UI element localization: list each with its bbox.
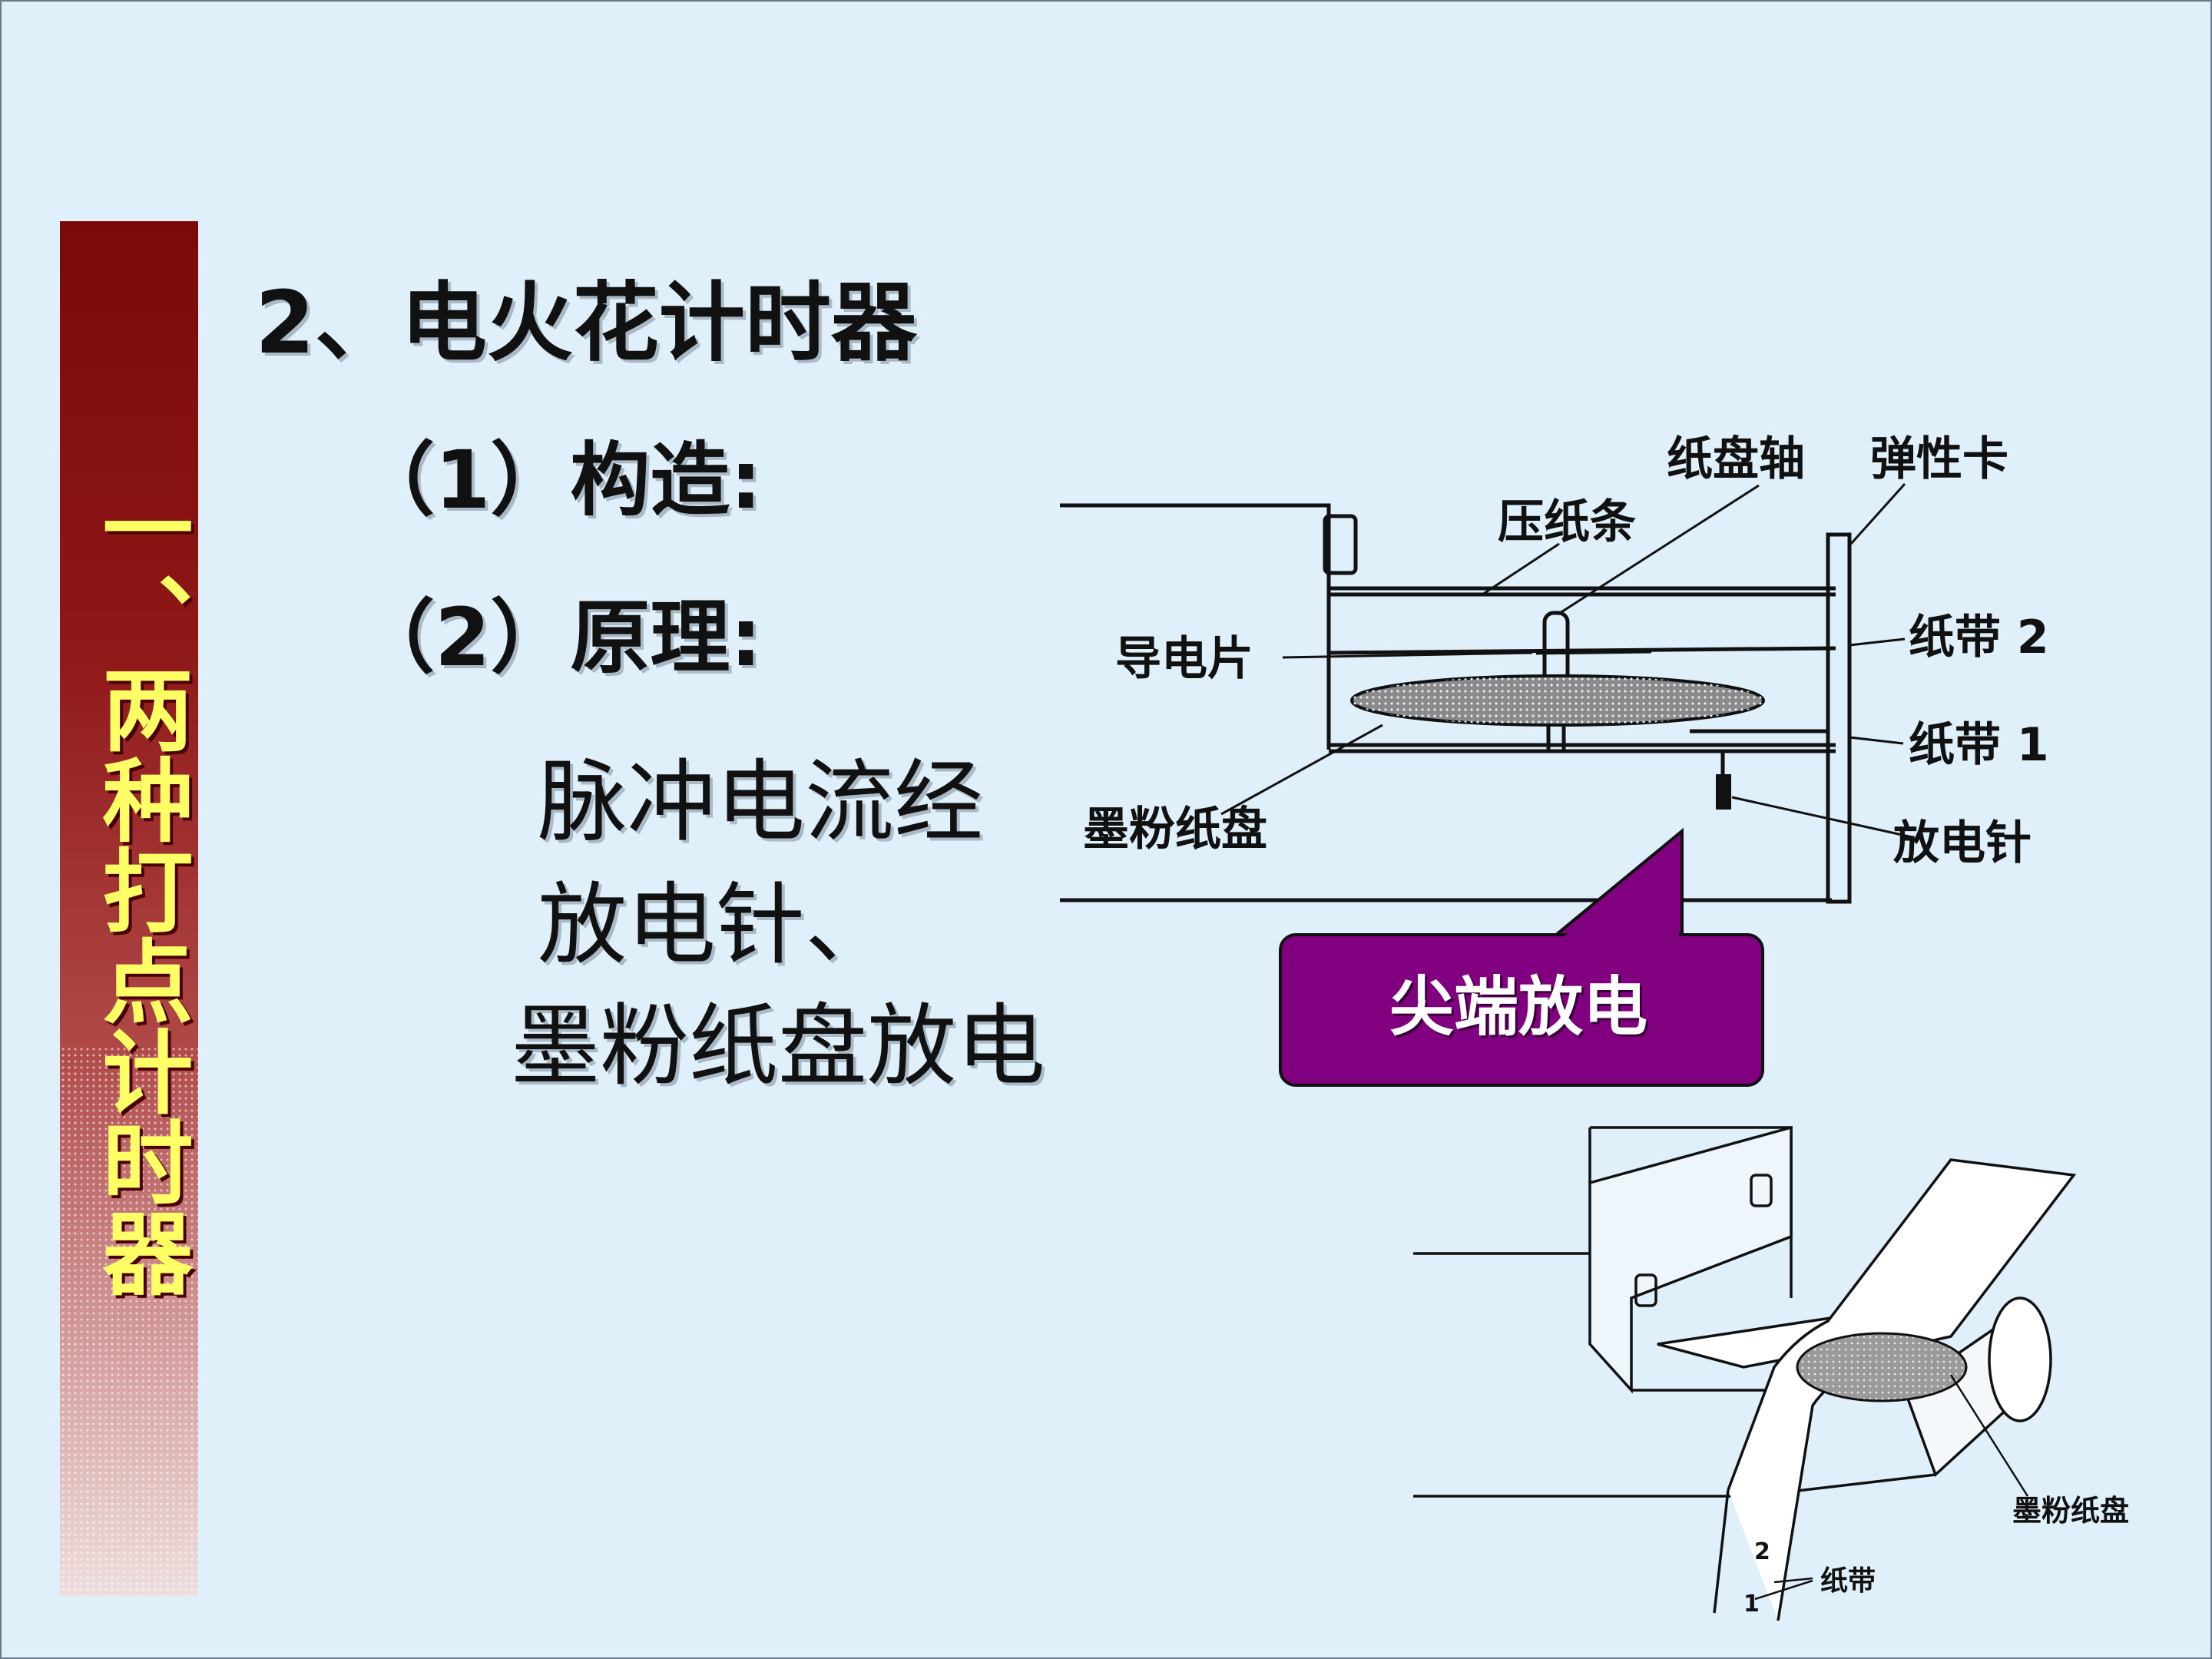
label-conductor: 导电片 [1115, 632, 1253, 686]
label-tape-2: 纸带 2 [1909, 611, 2049, 664]
label-toner-disc-2: 墨粉纸盘 [2012, 1494, 2129, 1528]
callout-text: 尖端放电 [1389, 969, 1647, 1045]
label-number-2: 2 [1754, 1538, 1770, 1565]
principle-line-3: 墨粉纸盘放电 [511, 995, 1045, 1098]
section-heading: 2、电火花计时器 [255, 273, 917, 373]
label-tape-2d: 纸带 [1820, 1565, 1876, 1597]
structure-item: （1）构造: [355, 433, 762, 527]
spark-timer-cross-section-diagram: 纸盘轴 弹性卡 压纸条 导电片 纸带 2 纸带 1 墨粉纸盘 放电针 [1060, 432, 2049, 904]
principle-line-1: 脉冲电流经 [538, 750, 983, 854]
label-tape-1: 纸带 1 [1909, 718, 2049, 772]
label-press-strip: 压纸条 [1498, 495, 1636, 549]
principle-item: （2）原理: [355, 591, 762, 684]
label-shaft: 纸盘轴 [1667, 432, 1805, 486]
vertical-title-bar: 一、两种打点计时器 [60, 221, 198, 1596]
label-needle: 放电针 [1893, 816, 2032, 870]
label-toner-disc: 墨粉纸盘 [1083, 803, 1267, 856]
label-spring-clip: 弹性卡 [1870, 432, 2008, 486]
principle-line-2: 放电针、 [538, 873, 894, 977]
callout-box [1279, 933, 1764, 1087]
spark-timer-perspective-diagram: 墨粉纸盘 纸带 2 1 [1413, 1125, 2129, 1621]
vertical-title: 一、两种打点计时器 [87, 482, 193, 1297]
label-number-1: 1 [1743, 1591, 1760, 1618]
